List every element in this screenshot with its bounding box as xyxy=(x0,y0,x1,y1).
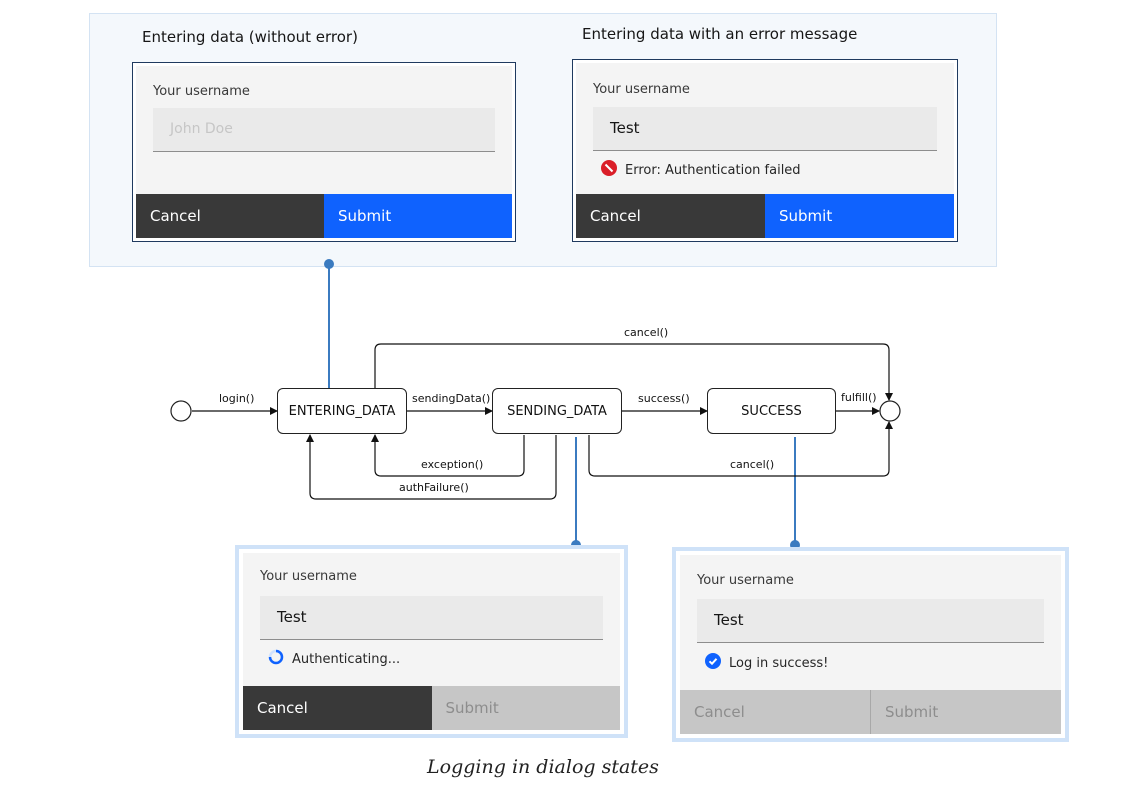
error-icon xyxy=(601,160,617,180)
label-fulfill: fulfill() xyxy=(841,391,877,404)
username-input[interactable]: Test xyxy=(697,599,1044,643)
error-message: Error: Authentication failed xyxy=(601,160,801,180)
panel-title-no-error: Entering data (without error) xyxy=(142,28,358,46)
success-text: Log in success! xyxy=(729,655,829,671)
button-row: Cancel Submit xyxy=(576,194,954,238)
cancel-button[interactable]: Cancel xyxy=(243,686,432,730)
label-login: login() xyxy=(219,392,254,405)
username-placeholder: John Doe xyxy=(170,121,233,137)
state-success: SUCCESS xyxy=(707,388,836,434)
username-value: Test xyxy=(714,611,744,629)
cancel-button[interactable]: Cancel xyxy=(136,194,324,238)
loading-text: Authenticating... xyxy=(292,651,401,667)
label-auth-failure: authFailure() xyxy=(399,481,469,494)
label-cancel-bottom: cancel() xyxy=(730,458,774,471)
loading-status: Authenticating... xyxy=(268,649,400,669)
username-input[interactable]: John Doe xyxy=(153,108,495,152)
figure-caption: Logging in dialog states xyxy=(427,756,659,778)
username-label: Your username xyxy=(697,573,794,588)
label-cancel-top: cancel() xyxy=(624,326,668,339)
end-node xyxy=(879,400,901,422)
button-row: Cancel Submit xyxy=(243,686,620,730)
connector-dot-entering xyxy=(324,259,334,269)
button-row: Cancel Submit xyxy=(136,194,512,238)
dialog-entering-data: Your username John Doe Cancel Submit xyxy=(132,62,516,242)
label-sending-data: sendingData() xyxy=(412,392,490,405)
edge-cancel-top xyxy=(374,343,893,401)
label-exception: exception() xyxy=(421,458,483,471)
cancel-button[interactable]: Cancel xyxy=(576,194,765,238)
username-value: Test xyxy=(277,608,307,626)
username-input[interactable]: Test xyxy=(260,596,603,640)
success-status: Log in success! xyxy=(705,653,828,673)
button-row: Cancel Submit xyxy=(680,690,1061,734)
submit-button-disabled: Submit xyxy=(431,686,620,730)
username-label: Your username xyxy=(260,569,357,584)
submit-button-disabled: Submit xyxy=(871,690,1061,734)
loading-spinner-icon xyxy=(268,649,284,669)
username-label: Your username xyxy=(153,84,250,99)
dialog-sending-data: Your username Test Authenticating... Can… xyxy=(235,545,628,738)
checkmark-icon xyxy=(705,653,721,673)
edge-exception xyxy=(371,434,525,477)
username-label: Your username xyxy=(593,82,690,97)
dialog-success: Your username Test Log in success! Cance… xyxy=(672,547,1069,742)
state-sending-data: SENDING_DATA xyxy=(492,388,622,434)
edge-cancel-bottom xyxy=(588,421,893,477)
submit-button[interactable]: Submit xyxy=(765,194,954,238)
cancel-button-disabled: Cancel xyxy=(680,690,871,734)
submit-button[interactable]: Submit xyxy=(324,194,512,238)
error-text: Error: Authentication failed xyxy=(625,162,801,178)
panel-title-error: Entering data with an error message xyxy=(582,25,858,43)
dialog-error: Your username Test Error: Authentication… xyxy=(572,59,958,242)
username-value: Test xyxy=(610,119,640,137)
username-input[interactable]: Test xyxy=(593,107,937,151)
start-node xyxy=(170,400,192,422)
label-success: success() xyxy=(638,392,690,405)
connectors xyxy=(328,264,796,545)
edge-auth-failure xyxy=(306,434,557,500)
state-entering-data: ENTERING_DATA xyxy=(277,388,407,434)
